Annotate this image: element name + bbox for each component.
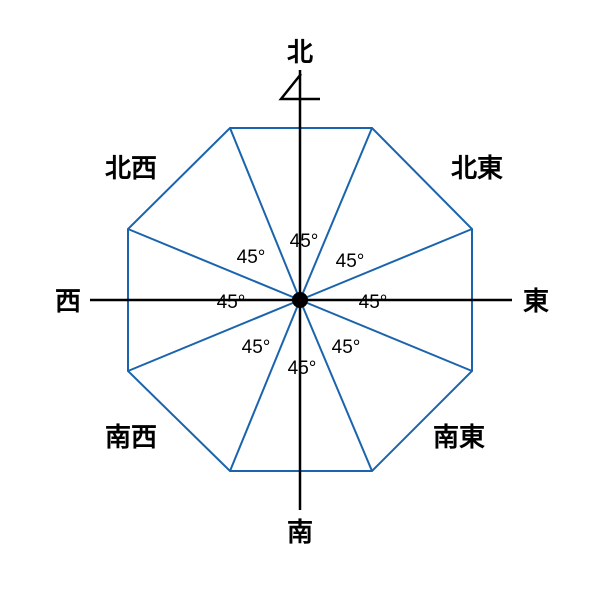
angle-label: 45° — [359, 292, 388, 313]
spoke-wsw — [127, 299, 301, 372]
angle-label: 45° — [242, 337, 271, 358]
spoke-nne — [299, 127, 373, 301]
label-west: 西 — [55, 287, 81, 317]
label-southeast: 南東 — [433, 423, 485, 453]
spoke-ssw — [229, 299, 301, 472]
north-marker-icon — [278, 73, 320, 101]
label-northeast: 北東 — [451, 154, 503, 184]
angle-label: 45° — [288, 358, 317, 379]
radial-spokes — [127, 127, 473, 472]
angle-label: 45° — [290, 231, 319, 252]
spoke-ene — [299, 228, 473, 301]
spoke-sse — [299, 299, 373, 472]
angle-label: 45° — [336, 251, 365, 272]
angle-label: 45° — [217, 292, 246, 313]
label-north: 北 — [287, 38, 313, 68]
angle-label: 45° — [237, 247, 266, 268]
angle-label: 45° — [332, 337, 361, 358]
label-northwest: 北西 — [105, 154, 157, 184]
spoke-ese — [299, 299, 473, 372]
label-southwest: 南西 — [105, 423, 157, 453]
spoke-nnw — [229, 127, 301, 301]
spoke-wnw — [127, 228, 301, 301]
center-dot — [292, 292, 308, 308]
label-south: 南 — [287, 518, 313, 548]
label-east: 東 — [523, 287, 549, 317]
